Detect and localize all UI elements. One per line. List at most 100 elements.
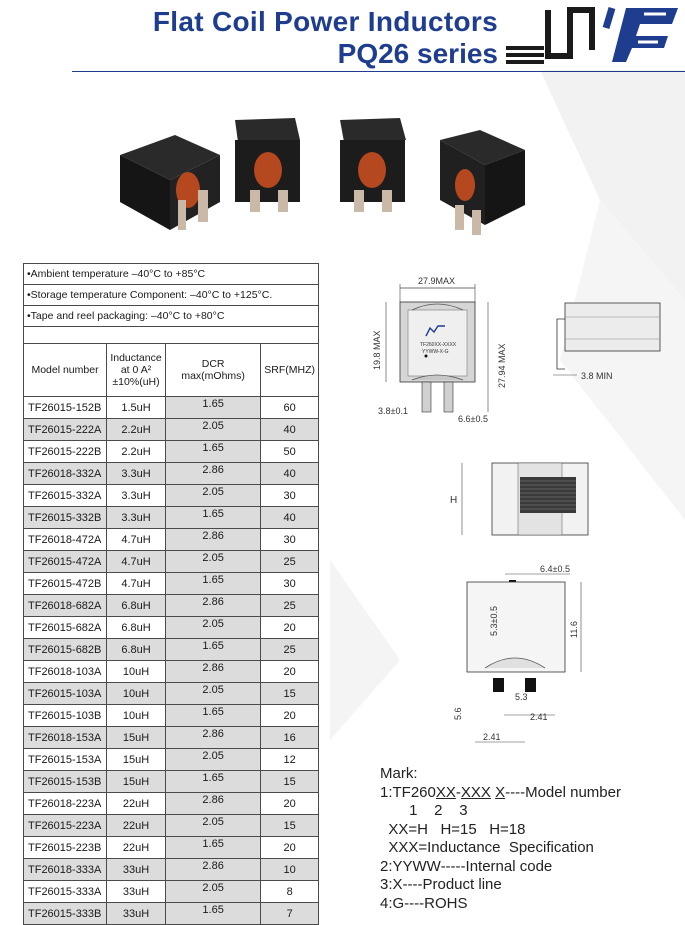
cell-inductance: 33uH <box>106 902 166 925</box>
note-row: •Ambient temperature –40°C to +85°C <box>23 263 319 285</box>
height-view-drawing: H <box>450 462 589 536</box>
cell-srf: 7 <box>260 902 319 925</box>
cell-srf: 10 <box>260 858 319 881</box>
cell-inductance: 33uH <box>106 858 166 881</box>
cell-inductance: 4.7uH <box>106 550 166 573</box>
cell-srf: 8 <box>260 880 319 903</box>
cell-dcr: 1.65 <box>164 506 262 529</box>
cell-srf: 25 <box>260 638 319 661</box>
cell-dcr: 2.05 <box>164 748 262 771</box>
table-header-row: Model number Inductance at 0 A² ±10%(uH)… <box>22 343 319 397</box>
cell-dcr: 2.86 <box>164 858 262 881</box>
note-row: •Storage temperature Component: –40°C to… <box>23 284 319 306</box>
cell-srf: 50 <box>260 440 319 463</box>
dim-h: H <box>450 495 457 506</box>
cell-model: TF26015-332A <box>22 484 108 507</box>
mark-legend: Mark: 1:TF260XX-XXX X----Model number 1 … <box>380 765 621 913</box>
cell-model: TF26015-332B <box>22 506 108 529</box>
cell-dcr: 2.86 <box>164 462 262 485</box>
cell-srf: 16 <box>260 726 319 749</box>
cell-inductance: 6.8uH <box>106 594 166 617</box>
cell-dcr: 2.86 <box>164 660 262 683</box>
cell-srf: 15 <box>260 682 319 705</box>
cell-inductance: 6.8uH <box>106 616 166 639</box>
cell-inductance: 15uH <box>106 748 166 771</box>
cell-model: TF26015-333A <box>22 880 108 903</box>
cell-srf: 60 <box>260 396 319 419</box>
cell-model: TF26015-222A <box>22 418 108 441</box>
dim-pad-len: 5.6 <box>453 707 463 720</box>
header-model: Model number <box>22 343 108 397</box>
cell-model: TF26015-222B <box>22 440 108 463</box>
mark-title: Mark: <box>380 765 418 782</box>
page-subtitle: PQ26 series <box>337 38 498 69</box>
cell-model: TF26018-223A <box>22 792 108 815</box>
cell-inductance: 3.3uH <box>106 506 166 529</box>
spec-table: •Ambient temperature –40°C to +85°C •Sto… <box>22 263 319 925</box>
cell-dcr: 1.65 <box>164 440 262 463</box>
cell-dcr: 1.65 <box>164 836 262 859</box>
cell-model: TF26015-682A <box>22 616 108 639</box>
cell-model: TF26015-152B <box>22 396 108 419</box>
cell-dcr: 2.05 <box>164 550 262 573</box>
header-divider <box>72 71 685 72</box>
inductor-2 <box>235 118 300 212</box>
cell-inductance: 22uH <box>106 814 166 837</box>
cell-srf: 15 <box>260 814 319 837</box>
cell-dcr: 1.65 <box>164 572 262 595</box>
cell-srf: 40 <box>260 506 319 529</box>
cell-inductance: 15uH <box>106 726 166 749</box>
cell-inductance: 10uH <box>106 660 166 683</box>
cell-model: TF26015-223B <box>22 836 108 859</box>
note-row: •Tape and reel packaging: –40°C to +80°C <box>23 305 319 327</box>
cell-srf: 20 <box>260 704 319 727</box>
cell-model: TF26018-332A <box>22 462 108 485</box>
cell-inductance: 10uH <box>106 704 166 727</box>
cell-model: TF26015-472A <box>22 550 108 573</box>
mark-line-4: 2:YYWW-----Internal code <box>380 857 553 875</box>
cell-inductance: 15uH <box>106 770 166 793</box>
cell-inductance: 2.2uH <box>106 440 166 463</box>
dim-depth-max: 27.94 MAX <box>497 343 507 388</box>
cell-inductance: 4.7uH <box>106 528 166 551</box>
cell-srf: 40 <box>260 462 319 485</box>
cell-model: TF26018-682A <box>22 594 108 617</box>
cell-model: TF26015-682B <box>22 638 108 661</box>
cell-srf: 20 <box>260 660 319 683</box>
cell-dcr: 2.05 <box>164 484 262 507</box>
cell-dcr: 1.65 <box>164 396 262 419</box>
part-mark-2: YYWW-X-G <box>422 349 449 355</box>
mark-line-2: XX=H H=15 H=18 <box>380 820 526 838</box>
dim-side-min: 3.8 MIN <box>581 371 613 381</box>
part-mark-1: TF260XX-XXXX <box>420 342 457 348</box>
cell-model: TF26018-333A <box>22 858 108 881</box>
company-logo <box>545 6 678 62</box>
dim-pad-offset: 5.3±0.5 <box>489 606 499 636</box>
cell-model: TF26015-103B <box>22 704 108 727</box>
note-storage: •Storage temperature Component: –40°C to… <box>23 284 319 306</box>
cell-srf: 30 <box>260 528 319 551</box>
cell-inductance: 1.5uH <box>106 396 166 419</box>
cell-dcr: 1.65 <box>164 638 262 661</box>
cell-inductance: 3.3uH <box>106 484 166 507</box>
mark-line-5: 3:X----Product line <box>380 876 502 893</box>
cell-srf: 20 <box>260 836 319 859</box>
dim-pad-width: 6.4±0.5 <box>540 564 570 574</box>
cell-srf: 30 <box>260 572 319 595</box>
cell-dcr: 2.05 <box>164 616 262 639</box>
cell-dcr: 1.65 <box>164 704 262 727</box>
dim-pad-height: 11.6 <box>569 621 579 638</box>
cell-srf: 15 <box>260 770 319 793</box>
